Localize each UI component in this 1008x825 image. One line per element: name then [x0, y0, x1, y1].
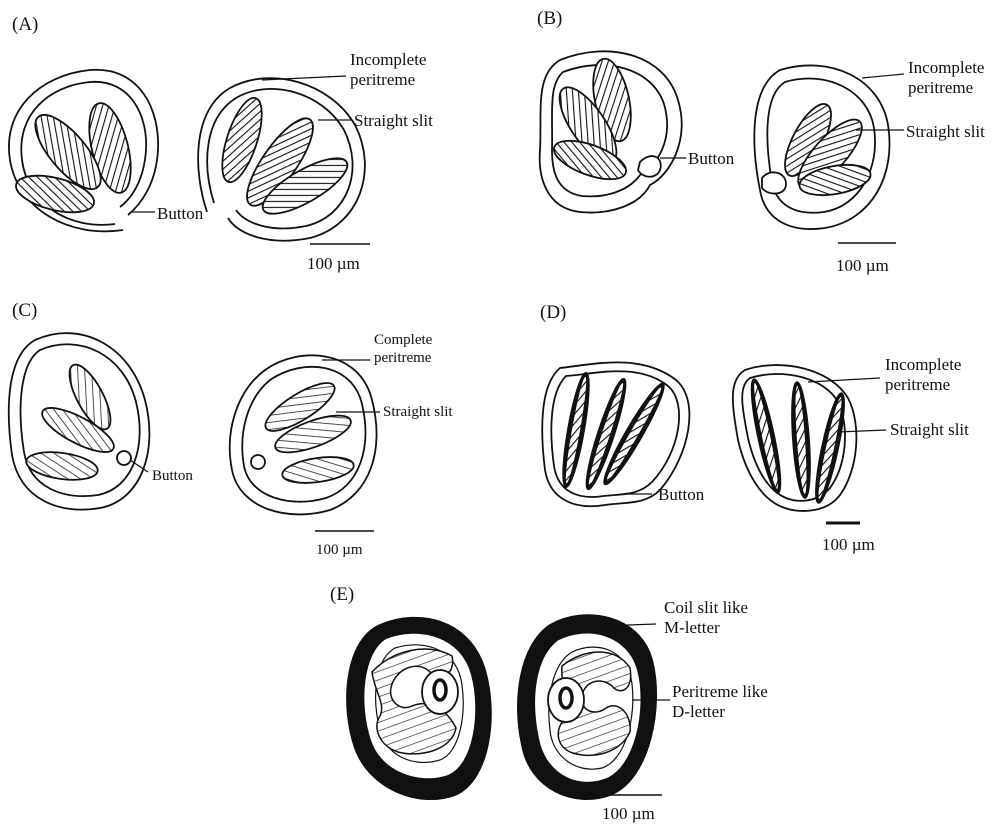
panel-a-scale-label: 100 µm [307, 254, 360, 274]
panel-a-peritreme-label: Incomplete peritreme [350, 50, 426, 90]
panel-a-right-spiracle [198, 78, 365, 241]
panel-d-peritreme-line1: Incomplete [885, 355, 961, 375]
panel-c-peritreme-line2: peritreme [374, 349, 432, 367]
panel-d-tag: (D) [540, 302, 566, 324]
panel-a-peritreme-line2: peritreme [350, 70, 426, 90]
panel-e-tag: (E) [330, 584, 354, 606]
panel-b-scale-label: 100 µm [836, 256, 889, 276]
panel-d-scale-label: 100 µm [822, 535, 875, 555]
panel-b-peritreme-line1: Incomplete [908, 58, 984, 78]
panel-d-slit-label: Straight slit [890, 420, 969, 440]
panel-c-scale-label: 100 µm [316, 541, 363, 559]
panel-b-tag: (B) [537, 8, 562, 30]
panel-d-button-label: Button [658, 485, 704, 505]
panel-a-tag: (A) [12, 14, 38, 36]
panel-b-button-label: Button [688, 149, 734, 169]
panel-e-peritreme-line1: Peritreme like [672, 682, 768, 702]
panel-b-left-spiracle [540, 51, 682, 212]
panel-e-scale-label: 100 µm [602, 804, 655, 824]
panel-e-slit-label: Coil slit like M-letter [664, 598, 748, 638]
panel-c-button-label: Button [152, 467, 193, 485]
panel-e-left-spiracle [347, 618, 491, 799]
panel-c-peritreme-line1: Complete [374, 331, 432, 349]
panel-c-right-spiracle [230, 355, 377, 514]
panel-c-tag: (C) [12, 300, 37, 322]
panel-c-slit-label: Straight slit [383, 403, 453, 421]
panel-b-peritreme-line2: peritreme [908, 78, 984, 98]
panel-d-peritreme-line2: peritreme [885, 375, 961, 395]
panel-e-right-spiracle [518, 615, 656, 799]
panel-e-peritreme-label: Peritreme like D-letter [672, 682, 768, 722]
panel-d-right-spiracle [733, 365, 857, 511]
panel-e-slit-line2: M-letter [664, 618, 748, 638]
panel-c-peritreme-label: Complete peritreme [374, 331, 432, 367]
panel-a-left-spiracle [9, 70, 158, 232]
panel-a-slit-label: Straight slit [354, 111, 433, 131]
panel-a-peritreme-line1: Incomplete [350, 50, 426, 70]
panel-e-peritreme-line2: D-letter [672, 702, 768, 722]
panel-b-peritreme-label: Incomplete peritreme [908, 58, 984, 98]
panel-b-slit-label: Straight slit [906, 122, 985, 142]
panel-a-button-label: Button [157, 204, 203, 224]
panel-e-slit-line1: Coil slit like [664, 598, 748, 618]
panel-d-peritreme-label: Incomplete peritreme [885, 355, 961, 395]
panel-b-right-spiracle [754, 65, 889, 229]
panel-c-left-spiracle [9, 333, 150, 509]
